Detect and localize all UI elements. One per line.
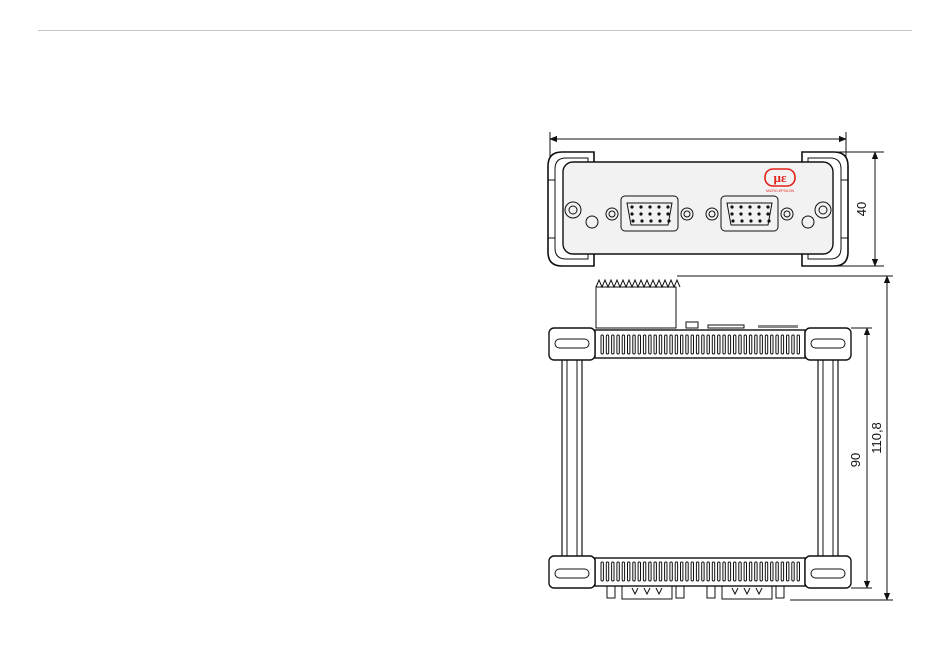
corner-cap-top-left — [549, 328, 595, 360]
dsub-pin — [767, 219, 770, 222]
dsub-pin — [658, 219, 661, 222]
dsub-pin — [667, 219, 670, 222]
dsub-pin — [630, 212, 633, 215]
side-rail-left — [562, 358, 582, 558]
dsub-pin — [639, 212, 642, 215]
dsub-pin — [630, 205, 633, 208]
dsub-pin — [639, 205, 642, 208]
dsub-pin — [731, 219, 734, 222]
logo-subtext: MICRO-EPSILON — [766, 189, 794, 193]
dsub-pin — [666, 205, 669, 208]
dsub-pin — [631, 219, 634, 222]
dsub-pin — [757, 205, 760, 208]
corner-cap-top-right — [805, 328, 851, 360]
dsub-pin — [640, 219, 643, 222]
dsub-pin — [730, 212, 733, 215]
height-dim-label: 40 — [854, 202, 869, 216]
body-dim-label: 90 — [848, 453, 863, 467]
dsub-pin — [766, 212, 769, 215]
top-view — [549, 276, 893, 600]
logo-mark: µε — [773, 170, 786, 185]
corner-cap-bottom-right — [805, 556, 851, 588]
dsub-pin — [657, 205, 660, 208]
dsub-pin — [730, 205, 733, 208]
dsub-pin — [766, 205, 769, 208]
dsub-pin — [748, 212, 751, 215]
dsub-pin — [657, 212, 660, 215]
dsub-pin — [757, 212, 760, 215]
side-rail-right — [818, 358, 838, 558]
rear-connector-2 — [707, 586, 784, 599]
rear-connector-1 — [607, 586, 684, 599]
dsub-pin — [758, 219, 761, 222]
dsub-pin — [648, 205, 651, 208]
dsub-pin — [649, 219, 652, 222]
overall-dim-label: 110,8 — [869, 422, 884, 454]
front-view — [548, 132, 884, 266]
dsub-pin — [666, 212, 669, 215]
front-panel — [563, 162, 833, 254]
dsub-pin — [648, 212, 651, 215]
terminal-block — [596, 280, 798, 328]
dsub-pin — [740, 219, 743, 222]
corner-cap-bottom-left — [549, 556, 595, 588]
dsub-pin — [748, 205, 751, 208]
dsub-pin — [739, 212, 742, 215]
dsub-pin — [739, 205, 742, 208]
dsub-pin — [749, 219, 752, 222]
